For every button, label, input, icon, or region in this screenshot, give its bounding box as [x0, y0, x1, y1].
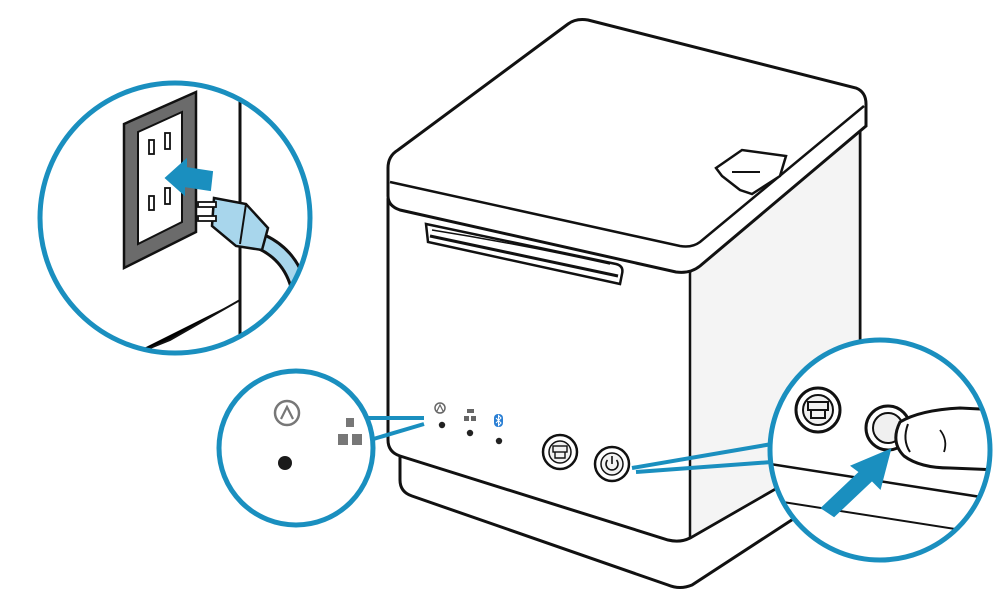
- network-lan-icon: [464, 409, 476, 421]
- press-power-button: [767, 337, 993, 563]
- press-arrow: [820, 448, 892, 518]
- power-status-lamp-large: [278, 456, 292, 470]
- power-plug: [197, 196, 270, 252]
- unplug-from-outlet: [37, 80, 313, 356]
- paper-feed-icon: [552, 445, 568, 459]
- paper-outlet-slot: [424, 222, 624, 286]
- power-status-icon-large: [273, 399, 301, 427]
- paper-feed-button-large: [794, 386, 842, 434]
- status-indicator-callout: [216, 368, 376, 528]
- power-status-lamp: [438, 421, 446, 429]
- bluetooth-status-lamp: [495, 437, 503, 445]
- bluetooth-icon: [494, 414, 503, 427]
- power-status-icon: [434, 402, 446, 414]
- power-icon: [605, 456, 619, 471]
- outlet-receptacles: [148, 132, 171, 211]
- indicator-lamps: [434, 402, 503, 445]
- unplug-arrow: [164, 157, 214, 197]
- network-lan-icon-large: [338, 418, 362, 445]
- paper-feed-button[interactable]: [541, 433, 579, 471]
- pressing-finger: [894, 406, 990, 472]
- printer: [386, 18, 868, 589]
- power-button[interactable]: [593, 445, 631, 483]
- network-status-lamp: [466, 429, 474, 437]
